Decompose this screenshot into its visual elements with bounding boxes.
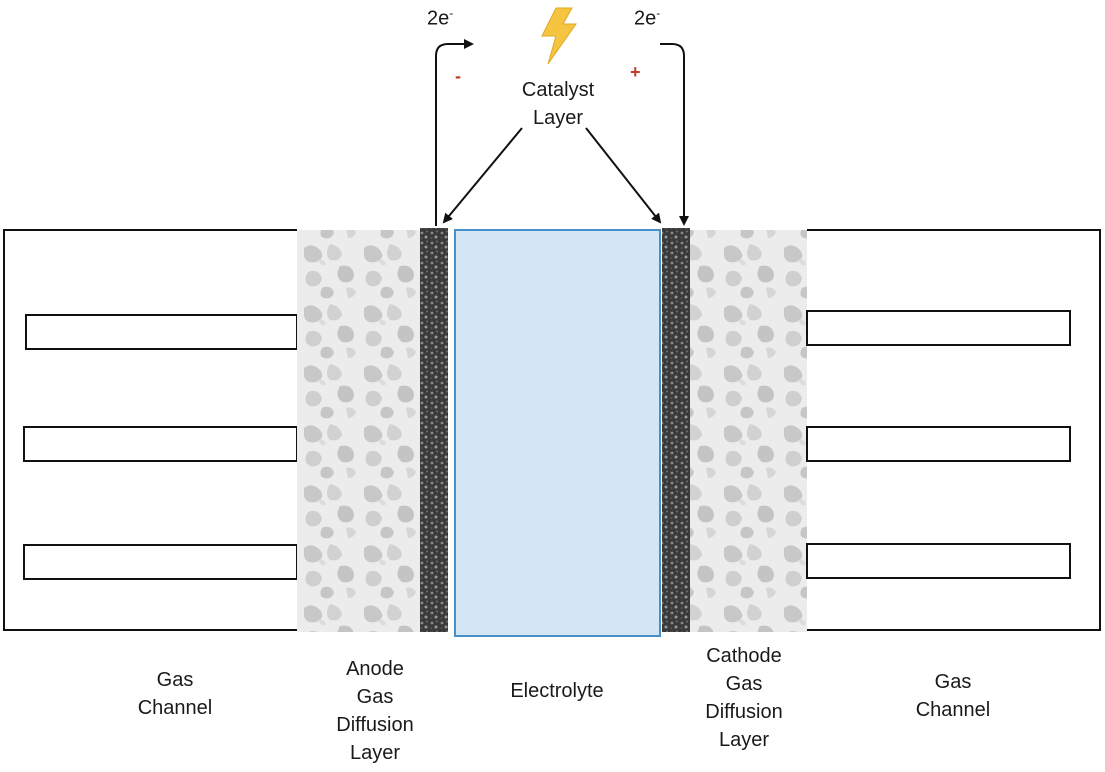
anode-electron-arrow bbox=[435, 39, 474, 226]
right-channel-slot-2 bbox=[806, 426, 1071, 462]
cathode-gdl-line2: Gas bbox=[725, 673, 763, 695]
catalyst-layer-label: Catalyst Layer bbox=[498, 76, 618, 132]
electron-right-sup: - bbox=[656, 6, 661, 20]
cathode-gas-diffusion-layer bbox=[690, 230, 807, 632]
cathode-gdl-line3: Diffusion bbox=[705, 701, 783, 723]
left-channel-slot-1 bbox=[25, 314, 298, 350]
gas-channel-right-line2: Channel bbox=[915, 699, 991, 721]
cathode-catalyst-layer bbox=[662, 228, 690, 632]
gas-channel-right-label: Gas Channel bbox=[893, 668, 1013, 724]
electron-left-base: 2e bbox=[427, 7, 450, 30]
catalyst-pointer-right bbox=[585, 127, 662, 224]
electron-label-right: 2e- bbox=[634, 6, 660, 31]
anode-gdl-line3: Diffusion bbox=[336, 714, 414, 736]
catalyst-label-line2: Layer bbox=[532, 107, 584, 129]
right-channel-slot-3 bbox=[806, 543, 1071, 579]
positive-sign: + bbox=[630, 62, 641, 82]
anode-gdl-line4: Layer bbox=[349, 742, 401, 764]
left-channel-slot-2 bbox=[23, 426, 298, 462]
left-channel-slot-3 bbox=[23, 544, 298, 580]
catalyst-pointer-left bbox=[442, 127, 523, 224]
cathode-gdl-line4: Layer bbox=[718, 729, 770, 751]
electrolyte-label: Electrolyte bbox=[510, 680, 604, 702]
gas-channel-right-line1: Gas bbox=[934, 671, 972, 693]
catalyst-label-line1: Catalyst bbox=[521, 79, 595, 101]
cathode-gdl-line1: Cathode bbox=[706, 645, 782, 667]
gas-channel-left-label: Gas Channel bbox=[115, 666, 235, 722]
left-gas-channel bbox=[3, 229, 298, 631]
right-channel-slot-1 bbox=[806, 310, 1071, 346]
cathode-electron-arrow bbox=[660, 43, 689, 226]
gas-channel-left-line2: Channel bbox=[137, 697, 213, 719]
electrolyte-block bbox=[454, 229, 661, 637]
gas-channel-left-line1: Gas bbox=[156, 669, 194, 691]
electron-left-sup: - bbox=[449, 6, 454, 20]
electron-right-base: 2e bbox=[634, 7, 657, 30]
anode-catalyst-layer bbox=[420, 228, 448, 632]
electron-label-left: 2e- bbox=[427, 6, 453, 31]
right-gas-channel bbox=[806, 229, 1101, 631]
anode-gdl-line2: Gas bbox=[356, 686, 394, 708]
anode-gdl-line1: Anode bbox=[346, 658, 404, 680]
anode-gas-diffusion-layer bbox=[297, 230, 420, 632]
cathode-gdl-label: Cathode Gas Diffusion Layer bbox=[680, 642, 808, 754]
negative-sign: - bbox=[455, 66, 461, 86]
lightning-bolt-icon bbox=[541, 7, 577, 65]
anode-gdl-label: Anode Gas Diffusion Layer bbox=[315, 655, 435, 767]
